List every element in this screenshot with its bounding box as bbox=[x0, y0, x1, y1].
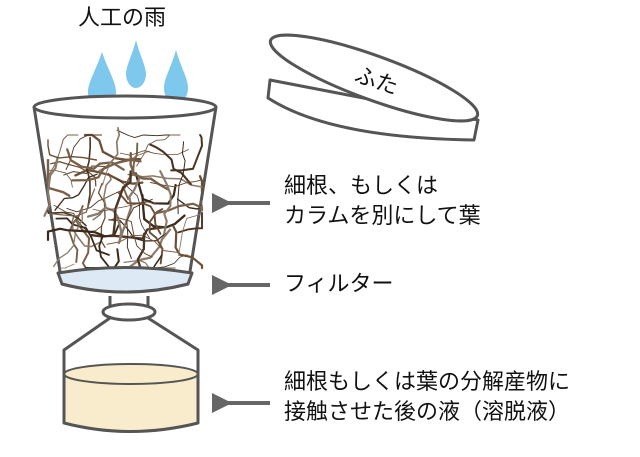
root-strand bbox=[117, 191, 162, 235]
root-strand bbox=[148, 143, 192, 186]
root-strand bbox=[92, 172, 112, 221]
pointer-arrows bbox=[212, 193, 270, 413]
root-strand bbox=[141, 193, 186, 229]
root-strand bbox=[47, 139, 98, 161]
root-strand bbox=[177, 211, 203, 234]
roots-label-line: カラムを別にして葉 bbox=[284, 204, 481, 229]
root-strand bbox=[55, 217, 110, 256]
root-strand bbox=[53, 207, 83, 268]
root-strand bbox=[172, 225, 204, 270]
root-strand bbox=[136, 134, 181, 167]
eluate-label: 細根もしくは葉の分解産物に 接触させた後の液（溶脱液） bbox=[284, 368, 570, 428]
root-strand bbox=[119, 149, 190, 156]
root-strand bbox=[59, 263, 75, 269]
root-strand bbox=[92, 201, 157, 212]
collection-neck bbox=[101, 296, 157, 322]
root-strand bbox=[65, 134, 103, 170]
root-strand bbox=[43, 156, 59, 217]
root-strand bbox=[86, 206, 123, 242]
root-strand bbox=[159, 170, 172, 235]
root-strand bbox=[117, 177, 141, 245]
root-strand bbox=[177, 141, 186, 215]
lid bbox=[266, 33, 480, 142]
roots-or-leaves-label: 細根、もしくは カラムを別にして葉 bbox=[284, 172, 481, 232]
root-strand bbox=[66, 188, 125, 213]
root-strand bbox=[54, 173, 98, 211]
root-strand bbox=[126, 198, 153, 259]
rain-drop-icon bbox=[164, 50, 188, 104]
filter bbox=[56, 266, 194, 294]
root-strand bbox=[178, 200, 203, 256]
root-strand bbox=[49, 188, 96, 217]
root-strand bbox=[68, 205, 84, 263]
artificial-rain-label: 人工の雨 bbox=[78, 6, 167, 31]
root-strand bbox=[198, 175, 204, 192]
root-strand bbox=[112, 170, 132, 238]
root-strand bbox=[71, 158, 142, 182]
root-strand bbox=[66, 148, 125, 171]
filter-label: フィルター bbox=[284, 272, 394, 297]
root-strand bbox=[109, 217, 153, 258]
fine-roots-mass bbox=[43, 126, 204, 283]
eluate-label-line: 細根もしくは葉の分解産物に bbox=[284, 370, 571, 395]
root-strand bbox=[46, 227, 106, 241]
root-strand bbox=[46, 158, 71, 197]
collection-bottle bbox=[62, 316, 200, 433]
root-strand bbox=[86, 136, 92, 209]
root-strand bbox=[47, 209, 87, 227]
root-strand bbox=[170, 134, 204, 172]
rain-drop-icon bbox=[126, 40, 146, 88]
root-strand bbox=[116, 129, 177, 138]
root-strand bbox=[149, 179, 203, 188]
root-strand bbox=[50, 161, 97, 187]
eluate-label-line: 接触させた後の液（溶脱液） bbox=[284, 400, 571, 425]
roots-label-line: 細根、もしくは bbox=[284, 174, 439, 199]
